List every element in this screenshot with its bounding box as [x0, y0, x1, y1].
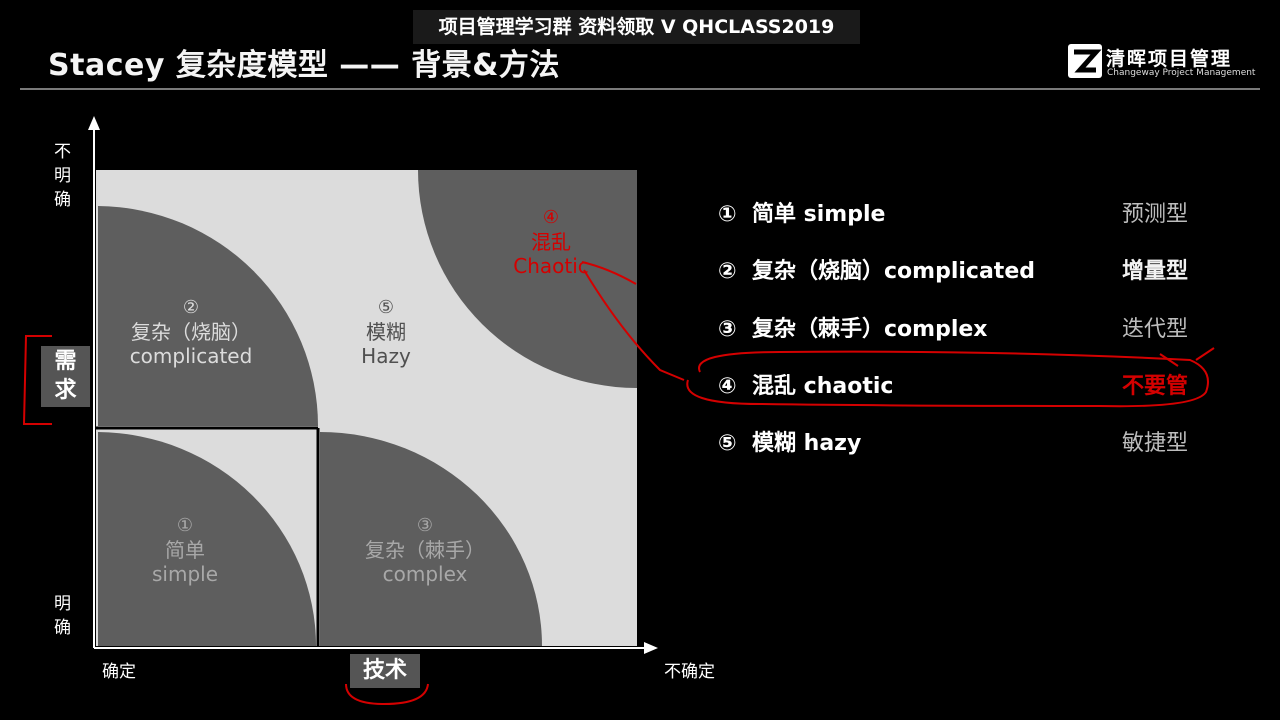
- zone-simple: [98, 432, 317, 646]
- legend-number: ⑤: [718, 431, 737, 456]
- x-axis-left-label: 确定: [102, 662, 136, 682]
- y-axis-title: 需求: [41, 346, 90, 407]
- zone-hazy-number: ⑤: [377, 297, 395, 318]
- zone-complicated-label: ② 复杂（烧脑） complicated: [106, 296, 276, 368]
- zone-complex-cn: 复杂（棘手）: [365, 538, 485, 562]
- zone-complicated: [98, 206, 319, 426]
- legend-type-complicated: 增量型: [1122, 259, 1189, 284]
- x-axis-arrow-icon: [644, 642, 658, 654]
- x-axis-title: 技术: [350, 654, 420, 688]
- zone-hazy-en: Hazy: [361, 344, 411, 368]
- logo-subtext: Changeway Project Management: [1107, 68, 1256, 78]
- legend-type-simple: 预测型: [1122, 202, 1189, 227]
- zone-simple-number: ①: [176, 515, 194, 536]
- slide-title: Stacey 复杂度模型 —— 背景&方法: [48, 48, 560, 83]
- y-axis-top-label: 不明确: [54, 142, 71, 210]
- legend-item-complicated: ② 复杂（烧脑）complicated: [718, 253, 1035, 284]
- legend-label: 模糊 hazy: [752, 431, 862, 456]
- annotation-tick: [1159, 347, 1215, 367]
- zone-hazy-label: ⑤ 模糊 Hazy: [336, 296, 436, 368]
- annotation-connector: [583, 269, 685, 381]
- legend-label: 混乱 chaotic: [752, 374, 894, 399]
- zone-simple-label: ① 简单 simple: [140, 514, 230, 586]
- y-axis-bottom-label: 明确: [54, 594, 71, 638]
- zone-complex: [320, 432, 542, 646]
- legend-number: ②: [718, 259, 737, 284]
- legend-item-simple: ① 简单 simple: [718, 196, 886, 227]
- legend-type-chaotic: 不要管: [1122, 374, 1189, 399]
- red-annotations: [22, 261, 1215, 706]
- annotation-ellipse: [686, 350, 1209, 408]
- legend-label: 简单 simple: [752, 202, 886, 227]
- legend-label: 复杂（棘手）complex: [752, 317, 988, 342]
- annotation-bracket-y: [22, 335, 52, 425]
- legend-number: ③: [718, 317, 737, 342]
- legend-item-hazy: ⑤ 模糊 hazy: [718, 425, 862, 456]
- annotation-bracket-x: [345, 683, 429, 706]
- legend-number: ①: [718, 202, 737, 227]
- legend-number: ④: [718, 374, 737, 399]
- annotation-stroke: [581, 261, 637, 285]
- legend-type-complex: 迭代型: [1122, 317, 1189, 342]
- legend-type-hazy: 敏捷型: [1122, 431, 1189, 456]
- zone-chaotic-en: Chaotic: [513, 254, 589, 278]
- y-axis-arrow-icon: [88, 116, 100, 130]
- legend-item-complex: ③ 复杂（棘手）complex: [718, 311, 988, 342]
- zone-complicated-en: complicated: [129, 344, 253, 368]
- watermark-banner: 项目管理学习群 资料领取 V QHCLASS2019: [413, 10, 860, 44]
- logo-mark-icon: [1068, 44, 1102, 78]
- zone-simple-en: simple: [151, 562, 218, 586]
- legend-label: 复杂（烧脑）complicated: [752, 259, 1035, 284]
- zone-complex-en: complex: [382, 562, 468, 586]
- zone-complicated-cn: 复杂（烧脑）: [131, 320, 251, 344]
- zone-chaotic-number: ④: [542, 207, 560, 228]
- zone-chaotic-cn: 混乱: [531, 230, 571, 254]
- title-divider: [20, 88, 1260, 90]
- zone-hazy-cn: 模糊: [366, 320, 406, 344]
- zone-chaotic-label: ④ 混乱 Chaotic: [506, 206, 596, 278]
- legend-item-chaotic: ④ 混乱 chaotic: [718, 368, 894, 399]
- zone-complex-number: ③: [416, 515, 434, 536]
- company-logo: 清晖项目管理 Changeway Project Management: [1068, 44, 1258, 84]
- zone-complex-label: ③ 复杂（棘手） complex: [340, 514, 510, 586]
- logo-text: 清晖项目管理: [1106, 48, 1233, 70]
- zone-chaotic: [418, 170, 637, 388]
- zone-simple-cn: 简单: [165, 538, 205, 562]
- zone-complicated-number: ②: [182, 297, 200, 318]
- x-axis-right-label: 不确定: [664, 662, 715, 682]
